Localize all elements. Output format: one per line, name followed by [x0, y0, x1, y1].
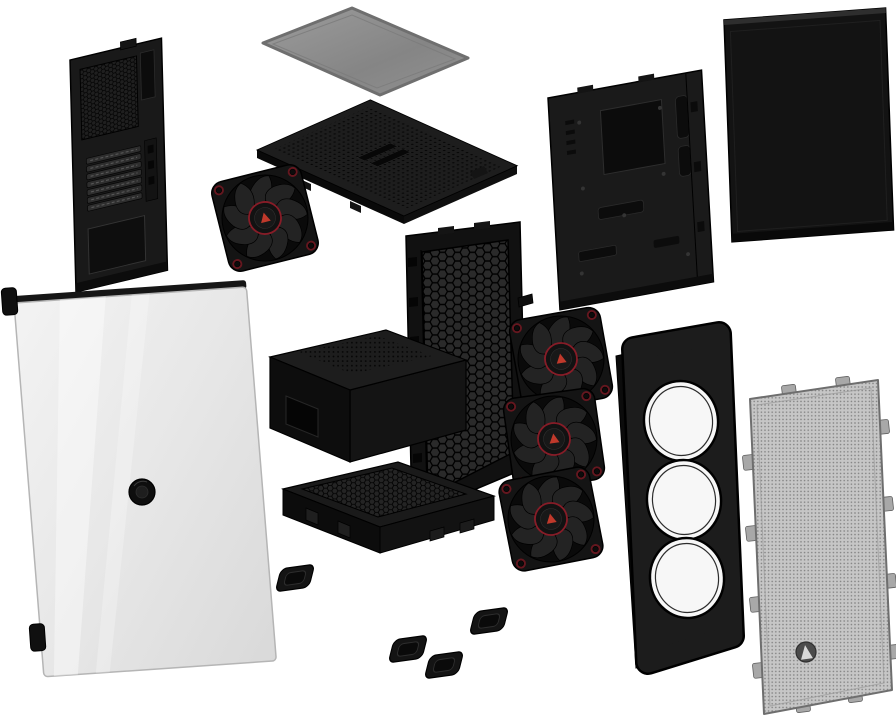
glass-mount-clips	[0, 287, 47, 652]
top-panel-clip	[350, 201, 361, 213]
case-foot	[274, 563, 316, 593]
top-panel-clip	[470, 166, 488, 179]
bottom-panel	[280, 461, 497, 554]
brand-logo-badge	[795, 641, 817, 663]
front-fan-bottom	[497, 465, 605, 573]
cpu-cooler-cutout	[599, 98, 666, 176]
glass-handle-knob	[128, 478, 156, 506]
cable-grommet	[597, 199, 645, 220]
front-bezel	[615, 321, 745, 675]
solid-side-panel	[723, 7, 895, 243]
io-shield-cutout	[139, 49, 156, 101]
pci-slot-covers	[85, 145, 143, 212]
bezel-fan-opening	[648, 536, 726, 620]
front-fans	[497, 306, 614, 573]
glass-side-panel	[0, 280, 277, 678]
top-panel	[255, 99, 519, 224]
motherboard-tray	[547, 69, 715, 311]
psu-shroud	[268, 329, 468, 463]
case-foot	[468, 606, 510, 636]
case-foot	[387, 634, 429, 664]
bottom-honeycomb-filter	[300, 467, 468, 518]
case-feet	[274, 563, 510, 680]
top-dust-filter	[261, 6, 470, 97]
rear-fan-vent	[79, 55, 139, 141]
chassis-frame	[268, 221, 534, 518]
front-mesh-panel	[742, 376, 896, 715]
case-foot	[423, 650, 465, 680]
rear-panel	[69, 37, 169, 293]
psu-cutout	[87, 214, 147, 275]
